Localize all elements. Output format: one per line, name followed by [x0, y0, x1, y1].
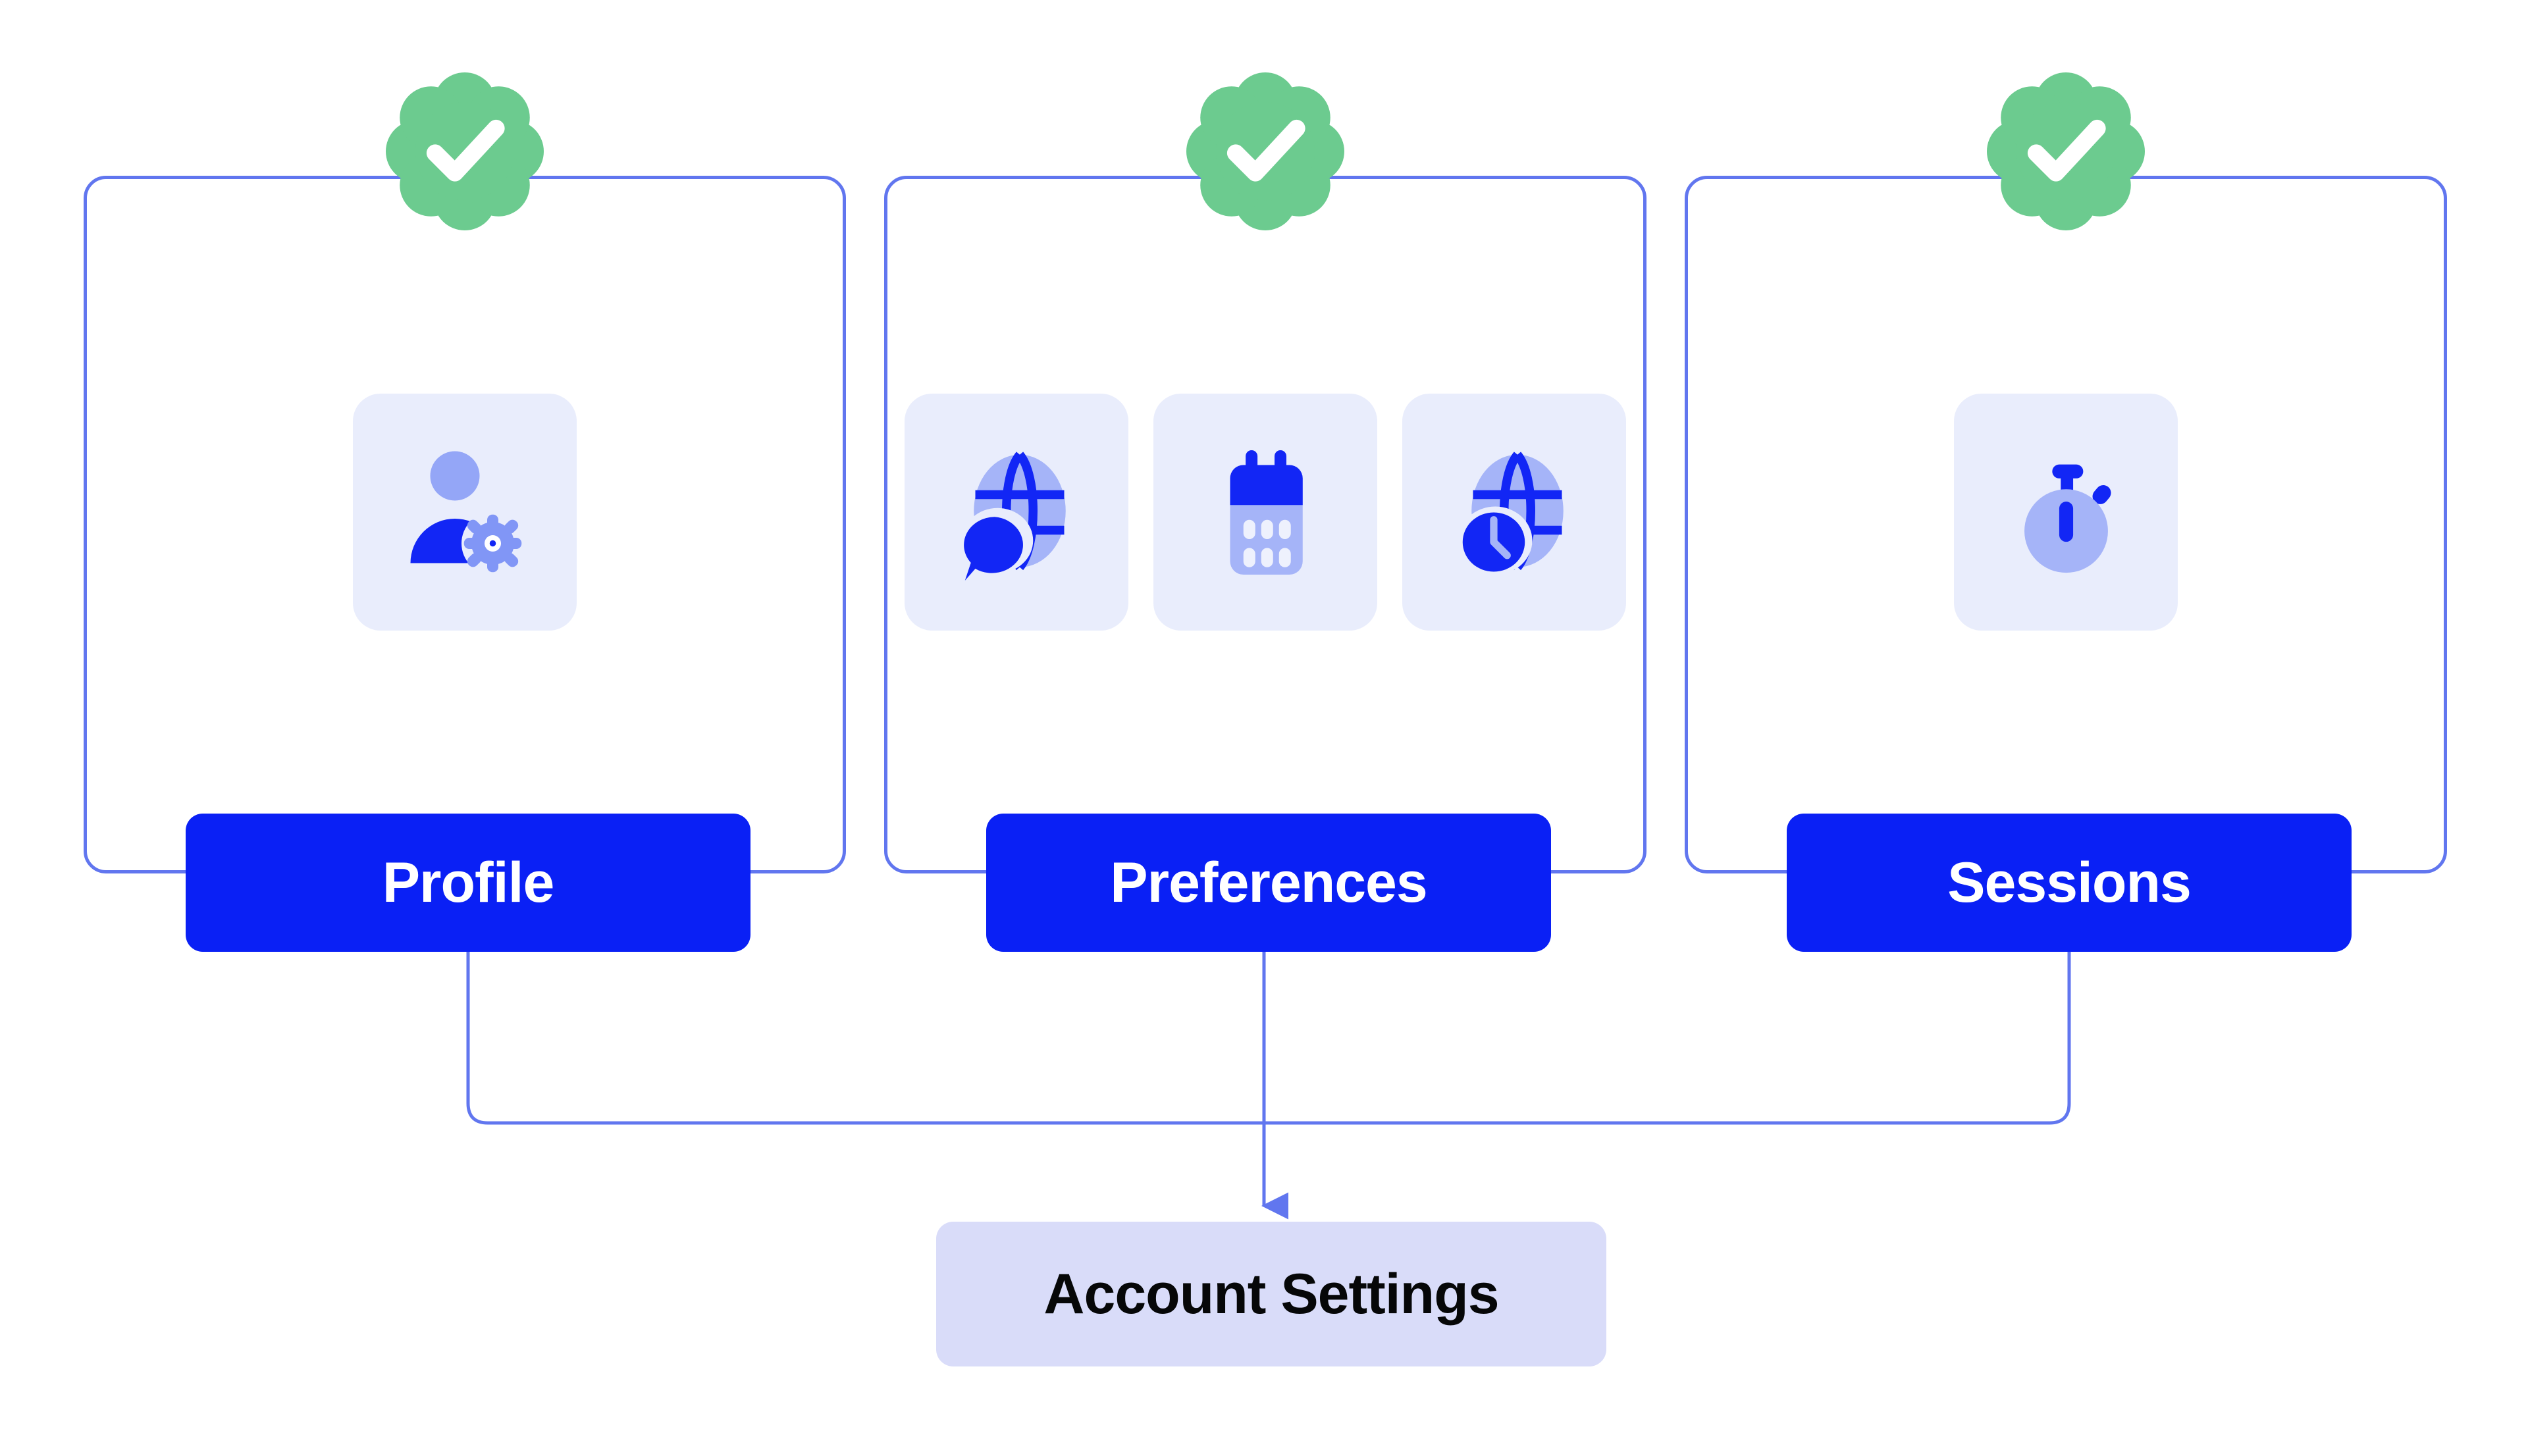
- verified-check-badge-icon: [382, 69, 547, 234]
- node-button-sessions[interactable]: Sessions: [1787, 814, 2352, 952]
- user-settings-icon: [410, 451, 524, 575]
- globe-clock-timezone-icon: [1458, 451, 1564, 575]
- edge-sessions-to-bracket: [1264, 952, 2071, 1125]
- edge-profile-to-bracket: [466, 952, 1264, 1125]
- globe-clock-timezone-icon-tile: [1402, 394, 1626, 631]
- node-button-preferences[interactable]: Preferences: [986, 814, 1551, 952]
- node-button-preferences-label: Preferences: [1110, 851, 1427, 914]
- node-button-profile-label: Profile: [382, 851, 555, 914]
- stopwatch-icon: [2024, 464, 2111, 573]
- stopwatch-icon-tile: [1954, 394, 2178, 631]
- node-button-profile[interactable]: Profile: [186, 814, 750, 952]
- icon-row-preferences: [884, 394, 1646, 631]
- calendar-icon-tile: [1153, 394, 1377, 631]
- user-settings-icon-tile: [353, 394, 577, 631]
- result-node-account-settings[interactable]: Account Settings: [936, 1222, 1606, 1366]
- verified-check-badge-icon: [1183, 69, 1348, 234]
- calendar-icon: [1230, 450, 1303, 575]
- result-node-label: Account Settings: [1043, 1262, 1499, 1326]
- verified-check-badge-icon: [1984, 69, 2148, 234]
- globe-chat-language-icon: [961, 451, 1066, 581]
- node-button-sessions-label: Sessions: [1947, 851, 2192, 914]
- icon-row-profile: [84, 394, 846, 631]
- globe-chat-language-icon-tile: [905, 394, 1128, 631]
- icon-row-sessions: [1685, 394, 2447, 631]
